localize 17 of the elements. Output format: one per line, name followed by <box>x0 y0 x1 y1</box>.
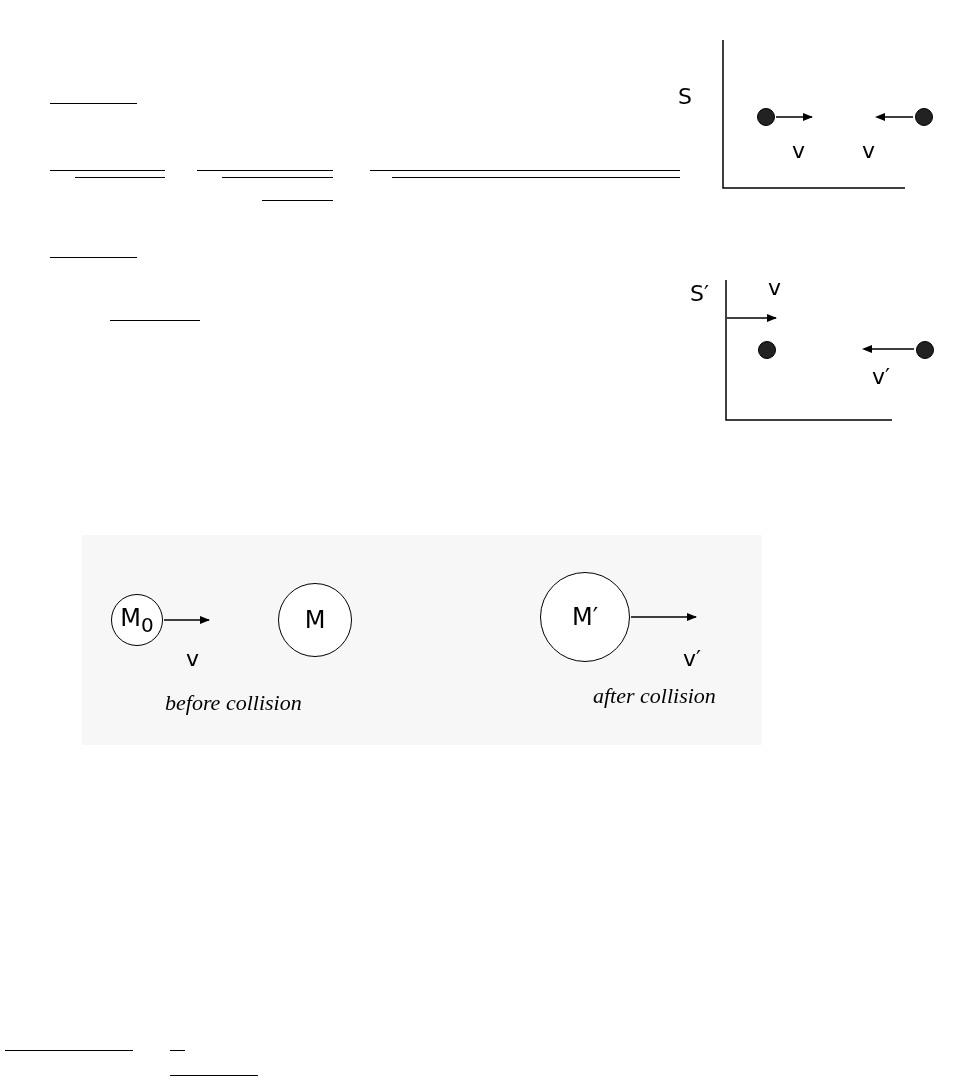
particle <box>915 108 933 126</box>
velocity-label: v <box>186 648 200 670</box>
mass-label: M <box>304 608 326 632</box>
velocity-label: v <box>862 140 876 162</box>
particle <box>757 108 775 126</box>
mass-label: M′ <box>571 605 599 629</box>
velocity-label: v <box>768 277 782 299</box>
particle <box>758 341 776 359</box>
mass-label: M$_{0}$ <box>120 605 154 635</box>
velocity-label: v′ <box>683 648 701 670</box>
frame-label: S <box>678 86 692 108</box>
velocity-label: v′ <box>872 366 890 388</box>
frame-label: S′ <box>690 283 709 305</box>
particle <box>916 341 934 359</box>
caption: after collision <box>593 685 716 707</box>
velocity-label: v <box>792 140 806 162</box>
caption: before collision <box>165 692 302 714</box>
